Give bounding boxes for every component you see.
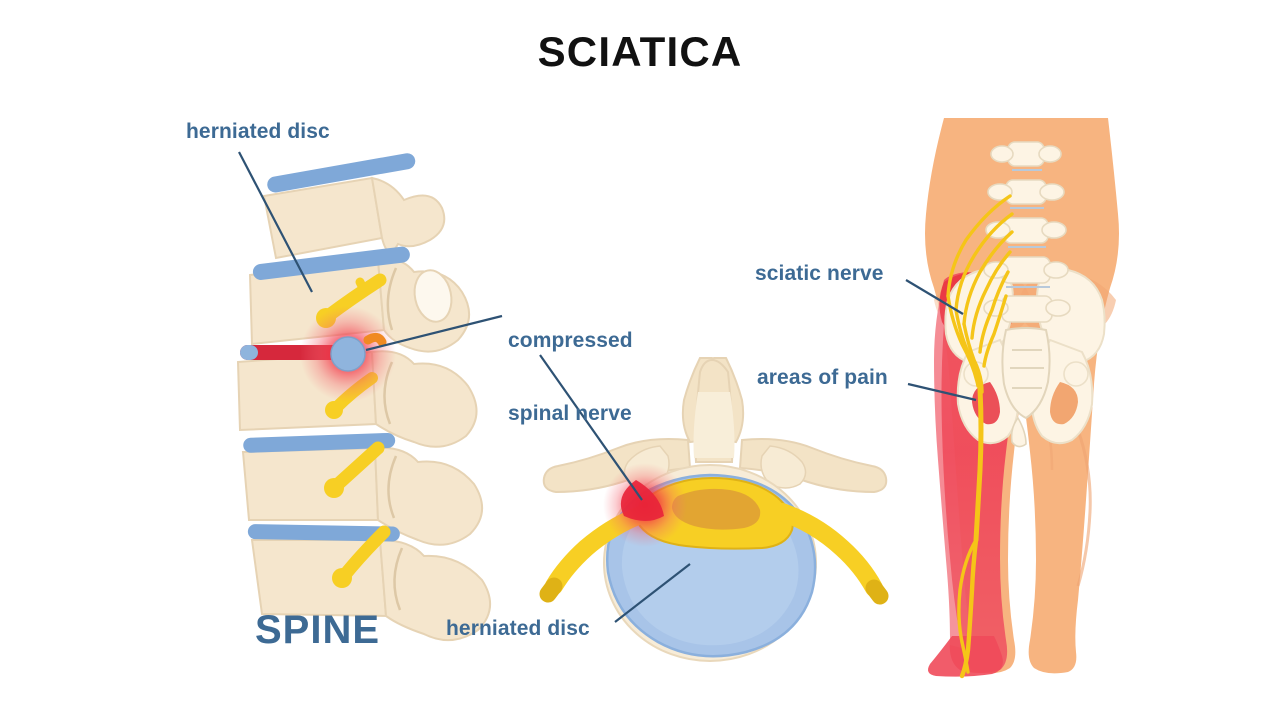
disc-healthy-2: [252, 246, 410, 280]
nerve-split-lateral: [957, 538, 978, 644]
lumbar-vertebra-4: [983, 256, 1069, 284]
spinous-process-5: [378, 538, 491, 641]
panel-spine-lateral: [236, 153, 491, 641]
obturator-foramen-right: [1050, 382, 1078, 425]
disc-healthy-3: [243, 432, 396, 453]
leader-areas-of-pain: [907, 382, 977, 402]
vertebral-disc-lines: [1006, 169, 1050, 288]
nerve-trunk-inner: [962, 322, 984, 394]
nerve-end-left: [539, 577, 563, 603]
page-title: SCIATICA: [537, 28, 743, 75]
label-herniated-disc-top: herniated disc: [186, 120, 330, 143]
pinched-nerve-stub: [363, 332, 387, 347]
spinous-process-1: [370, 176, 446, 253]
label-compressed-line-2: spinal nerve: [508, 401, 632, 425]
label-compressed-spinal-nerve: compressed spinal nerve: [508, 280, 633, 475]
nerve-branch-2: [954, 212, 1014, 312]
lumbar-vertebra-2: [987, 179, 1065, 205]
coccyx: [1010, 416, 1027, 448]
lumbar-vertebrae-stack: [983, 141, 1071, 323]
nerve-trunk-mid: [954, 308, 982, 392]
panel-body-legs: [925, 118, 1119, 679]
leader-herniation-axial: [539, 354, 643, 501]
sacral-lines: [1010, 349, 1044, 389]
leader-herniated-disc-bottom: [614, 563, 691, 623]
nerve-split-rejoin: [960, 640, 970, 674]
articular-pillar-right: [760, 445, 807, 489]
foramen-curve-3: [387, 455, 398, 519]
nerve-end-right: [865, 579, 889, 605]
spinous-process-3: [370, 350, 478, 448]
calf-contour-right: [1076, 429, 1092, 587]
exiting-nerve-right: [773, 503, 883, 597]
label-areas-of-pain: areas of pain: [757, 366, 888, 389]
disc-healthy-1: [267, 153, 416, 193]
herniation-protrusion: [620, 480, 664, 521]
label-spine-caption: SPINE: [255, 608, 381, 652]
nerve-root-branch-1: [355, 277, 377, 294]
nerve-branch-6: [982, 294, 1008, 368]
leader-lines: [238, 151, 977, 623]
lumbar-vertebra-3: [985, 217, 1067, 244]
leader-herniated-disc-top: [238, 151, 313, 293]
label-compressed-line-1: compressed: [508, 328, 633, 352]
femoral-head-right: [1063, 361, 1089, 387]
spinous-process-highlight: [693, 392, 735, 458]
compressed-spinal-nerve-node: [330, 336, 366, 372]
herniated-disc-posterior-cap: [240, 345, 258, 360]
nerve-branch-1: [946, 194, 1012, 298]
vertebral-foramen-1: [413, 269, 453, 323]
foramen-curve-4: [393, 547, 404, 611]
leader-compressed-nerve: [365, 314, 503, 352]
nerve-branch-3: [962, 230, 1014, 326]
intervertebral-discs: [243, 153, 416, 542]
label-sciatic-nerve: sciatic nerve: [755, 262, 884, 285]
leader-sciatic-nerve: [905, 279, 964, 315]
nerve-branch-4: [970, 250, 1012, 340]
nerve-root-bulb-3: [324, 478, 344, 498]
spinous-process-4: [373, 446, 483, 546]
nerve-root-bulb-4: [332, 568, 352, 588]
nerve-branch-5: [978, 270, 1010, 354]
posterior-elements: [370, 176, 491, 641]
label-herniated-disc-bottom: herniated disc: [446, 617, 590, 640]
sciatic-nerve: [946, 194, 1014, 679]
pain-edge-fade: [930, 300, 962, 648]
disc-healthy-4: [247, 524, 400, 542]
lumbar-vertebra-1: [990, 141, 1062, 167]
nerve-trunk-left: [946, 294, 980, 388]
nerve-root-bulb-2: [325, 401, 343, 419]
foramen-curve-1: [386, 267, 398, 331]
sciatic-trunk-thigh: [973, 385, 984, 543]
spinal-cord-center: [672, 488, 761, 530]
panel-vertebra-axial: [539, 357, 889, 662]
